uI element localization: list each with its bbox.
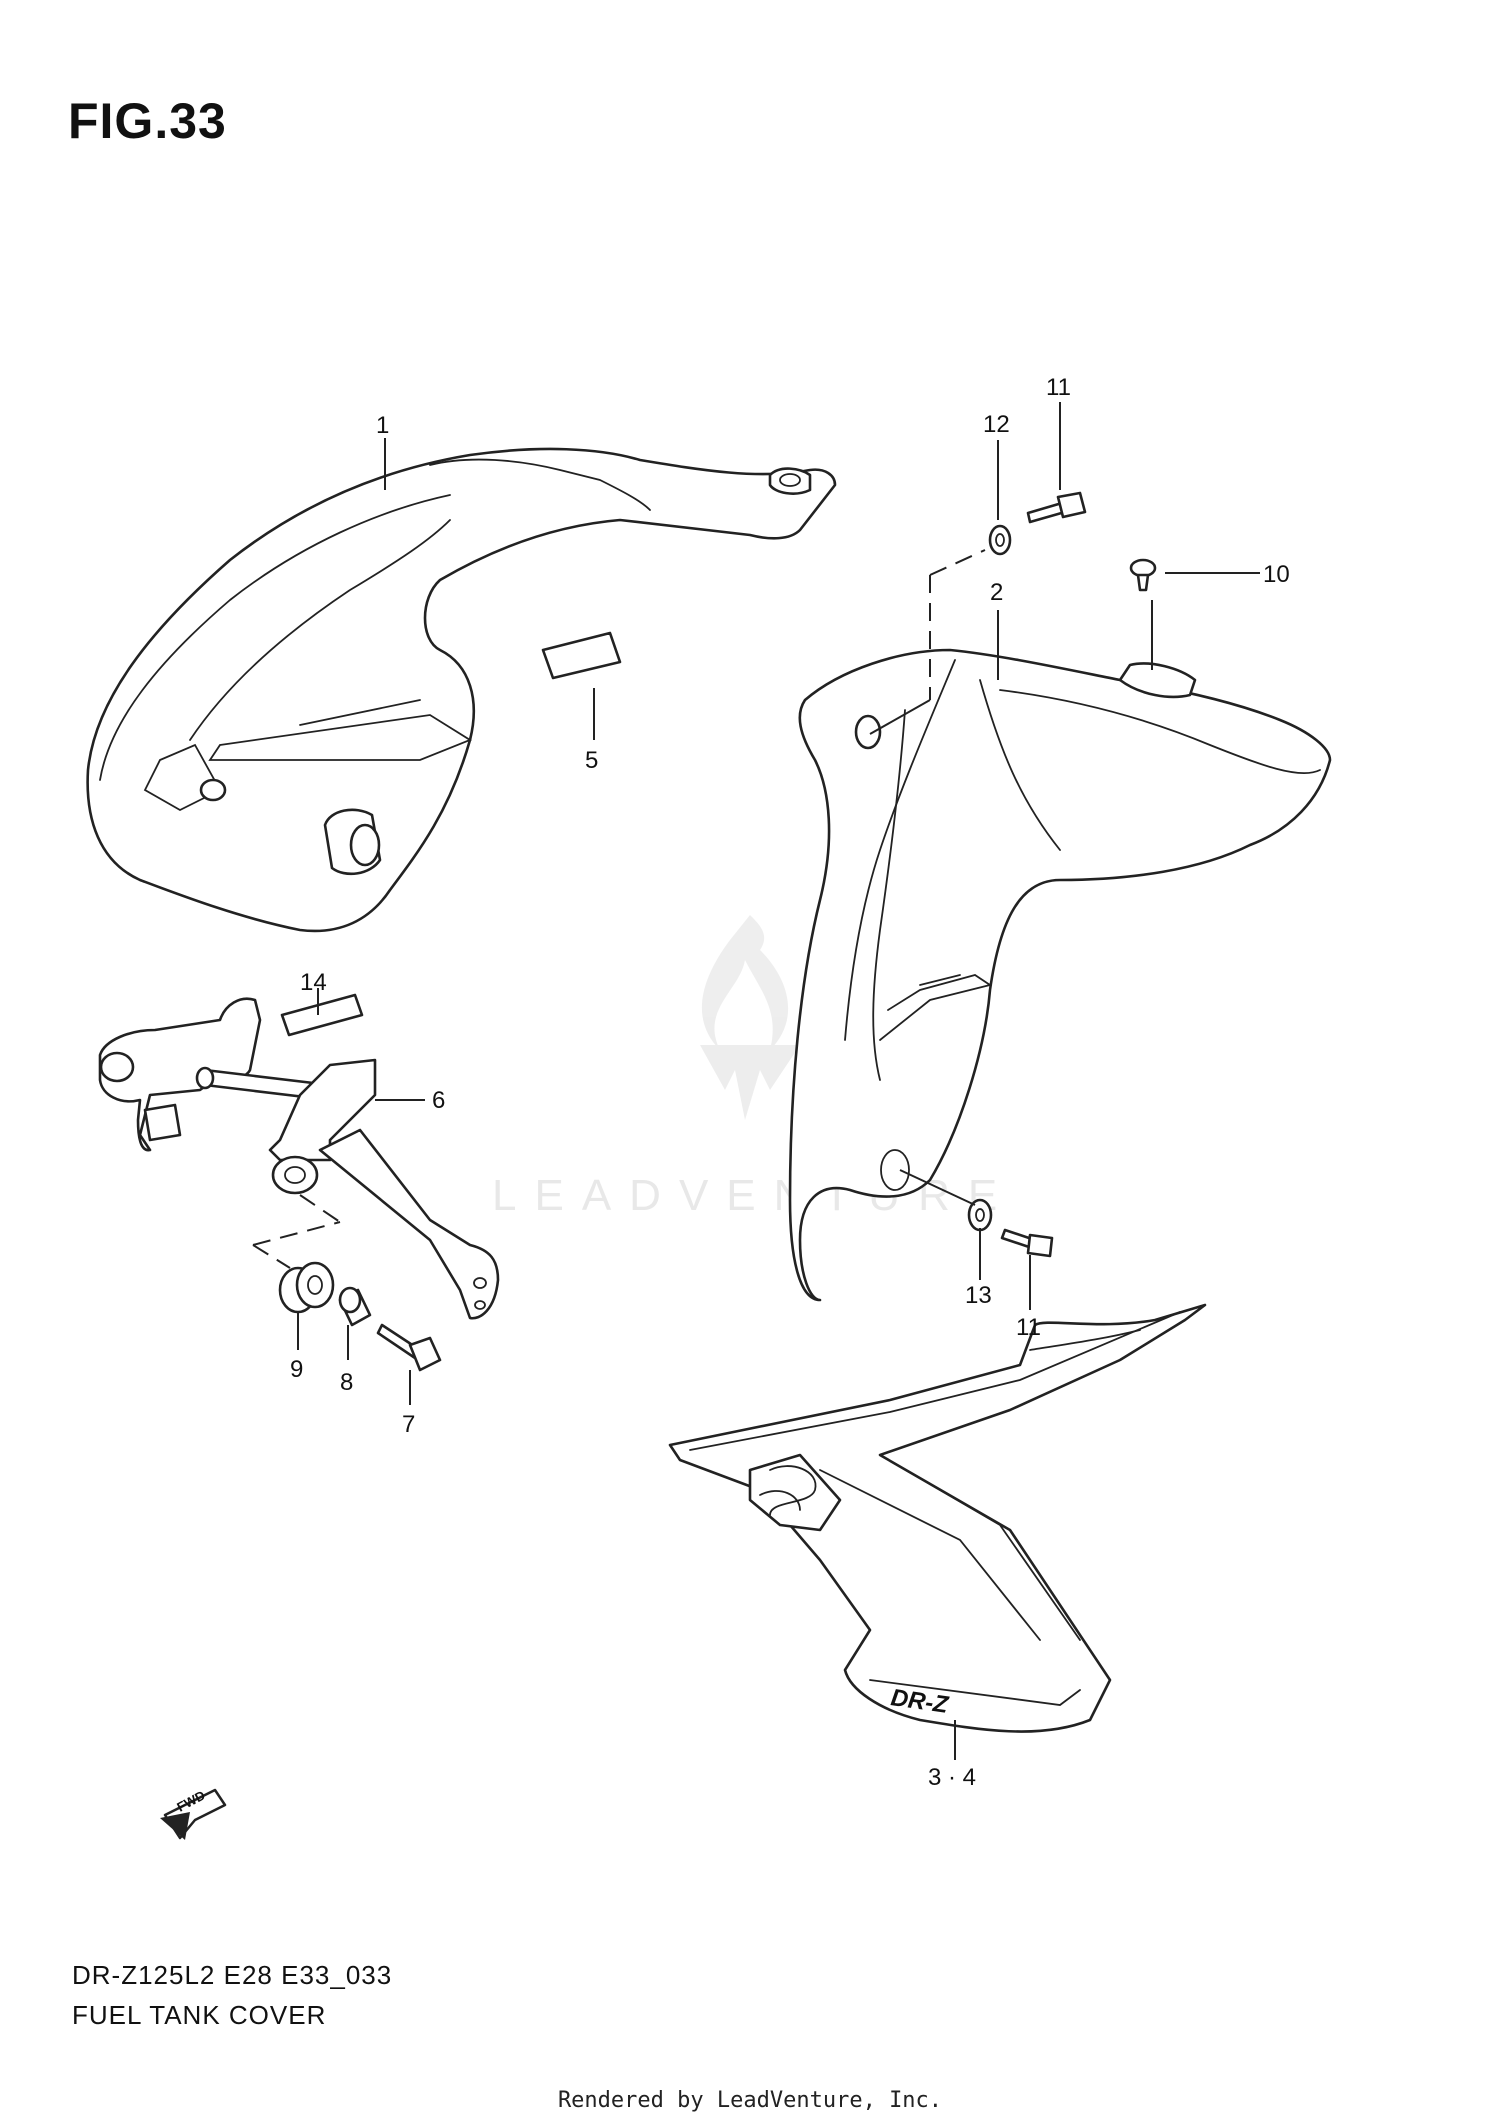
part-5-pad [541,631,622,680]
part-11-bolt-lower [1000,1228,1054,1258]
part-11-bolt-upper [1026,491,1087,524]
leader-lines [252,402,1260,1760]
model-code: DR-Z125L2 E28 E33_033 [72,1960,393,1990]
callout-11-lower: 11 [1016,1314,1041,1341]
part-3-4-decal: DR-Z [668,1303,1207,1733]
callout-3-4: 3 · 4 [928,1764,976,1791]
part-12-washer [988,524,1012,556]
callout-12: 12 [983,411,1010,438]
watermark-text: LEADVENTURE [492,1171,1015,1220]
part-14-cushion [280,993,364,1037]
callout-5: 5 [585,747,598,774]
part-8-collar [338,1286,372,1327]
figure-title: FIG.33 [68,93,227,149]
part-1-tank-cover-left [86,447,837,933]
callout-6: 6 [432,1087,445,1114]
part-2-tank-cover-right [788,648,1332,1302]
callout-13: 13 [965,1282,992,1309]
part-6-bracket [98,997,500,1320]
part-9-grommet [278,1261,335,1314]
part-10-clip [1129,558,1157,592]
callout-9: 9 [290,1356,303,1383]
callout-2: 2 [990,579,1003,606]
callout-7: 7 [402,1411,415,1438]
forward-arrow-icon: FWD [160,1788,227,1840]
callout-10: 10 [1263,561,1290,588]
callout-11-upper: 11 [1046,374,1071,401]
part-7-bolt [376,1323,442,1372]
callout-14: 14 [300,969,327,996]
section-name: FUEL TANK COVER [72,2000,327,2030]
callout-8: 8 [340,1369,353,1396]
rendered-by-credit: Rendered by LeadVenture, Inc. [557,2088,943,2113]
callout-1: 1 [376,412,389,439]
